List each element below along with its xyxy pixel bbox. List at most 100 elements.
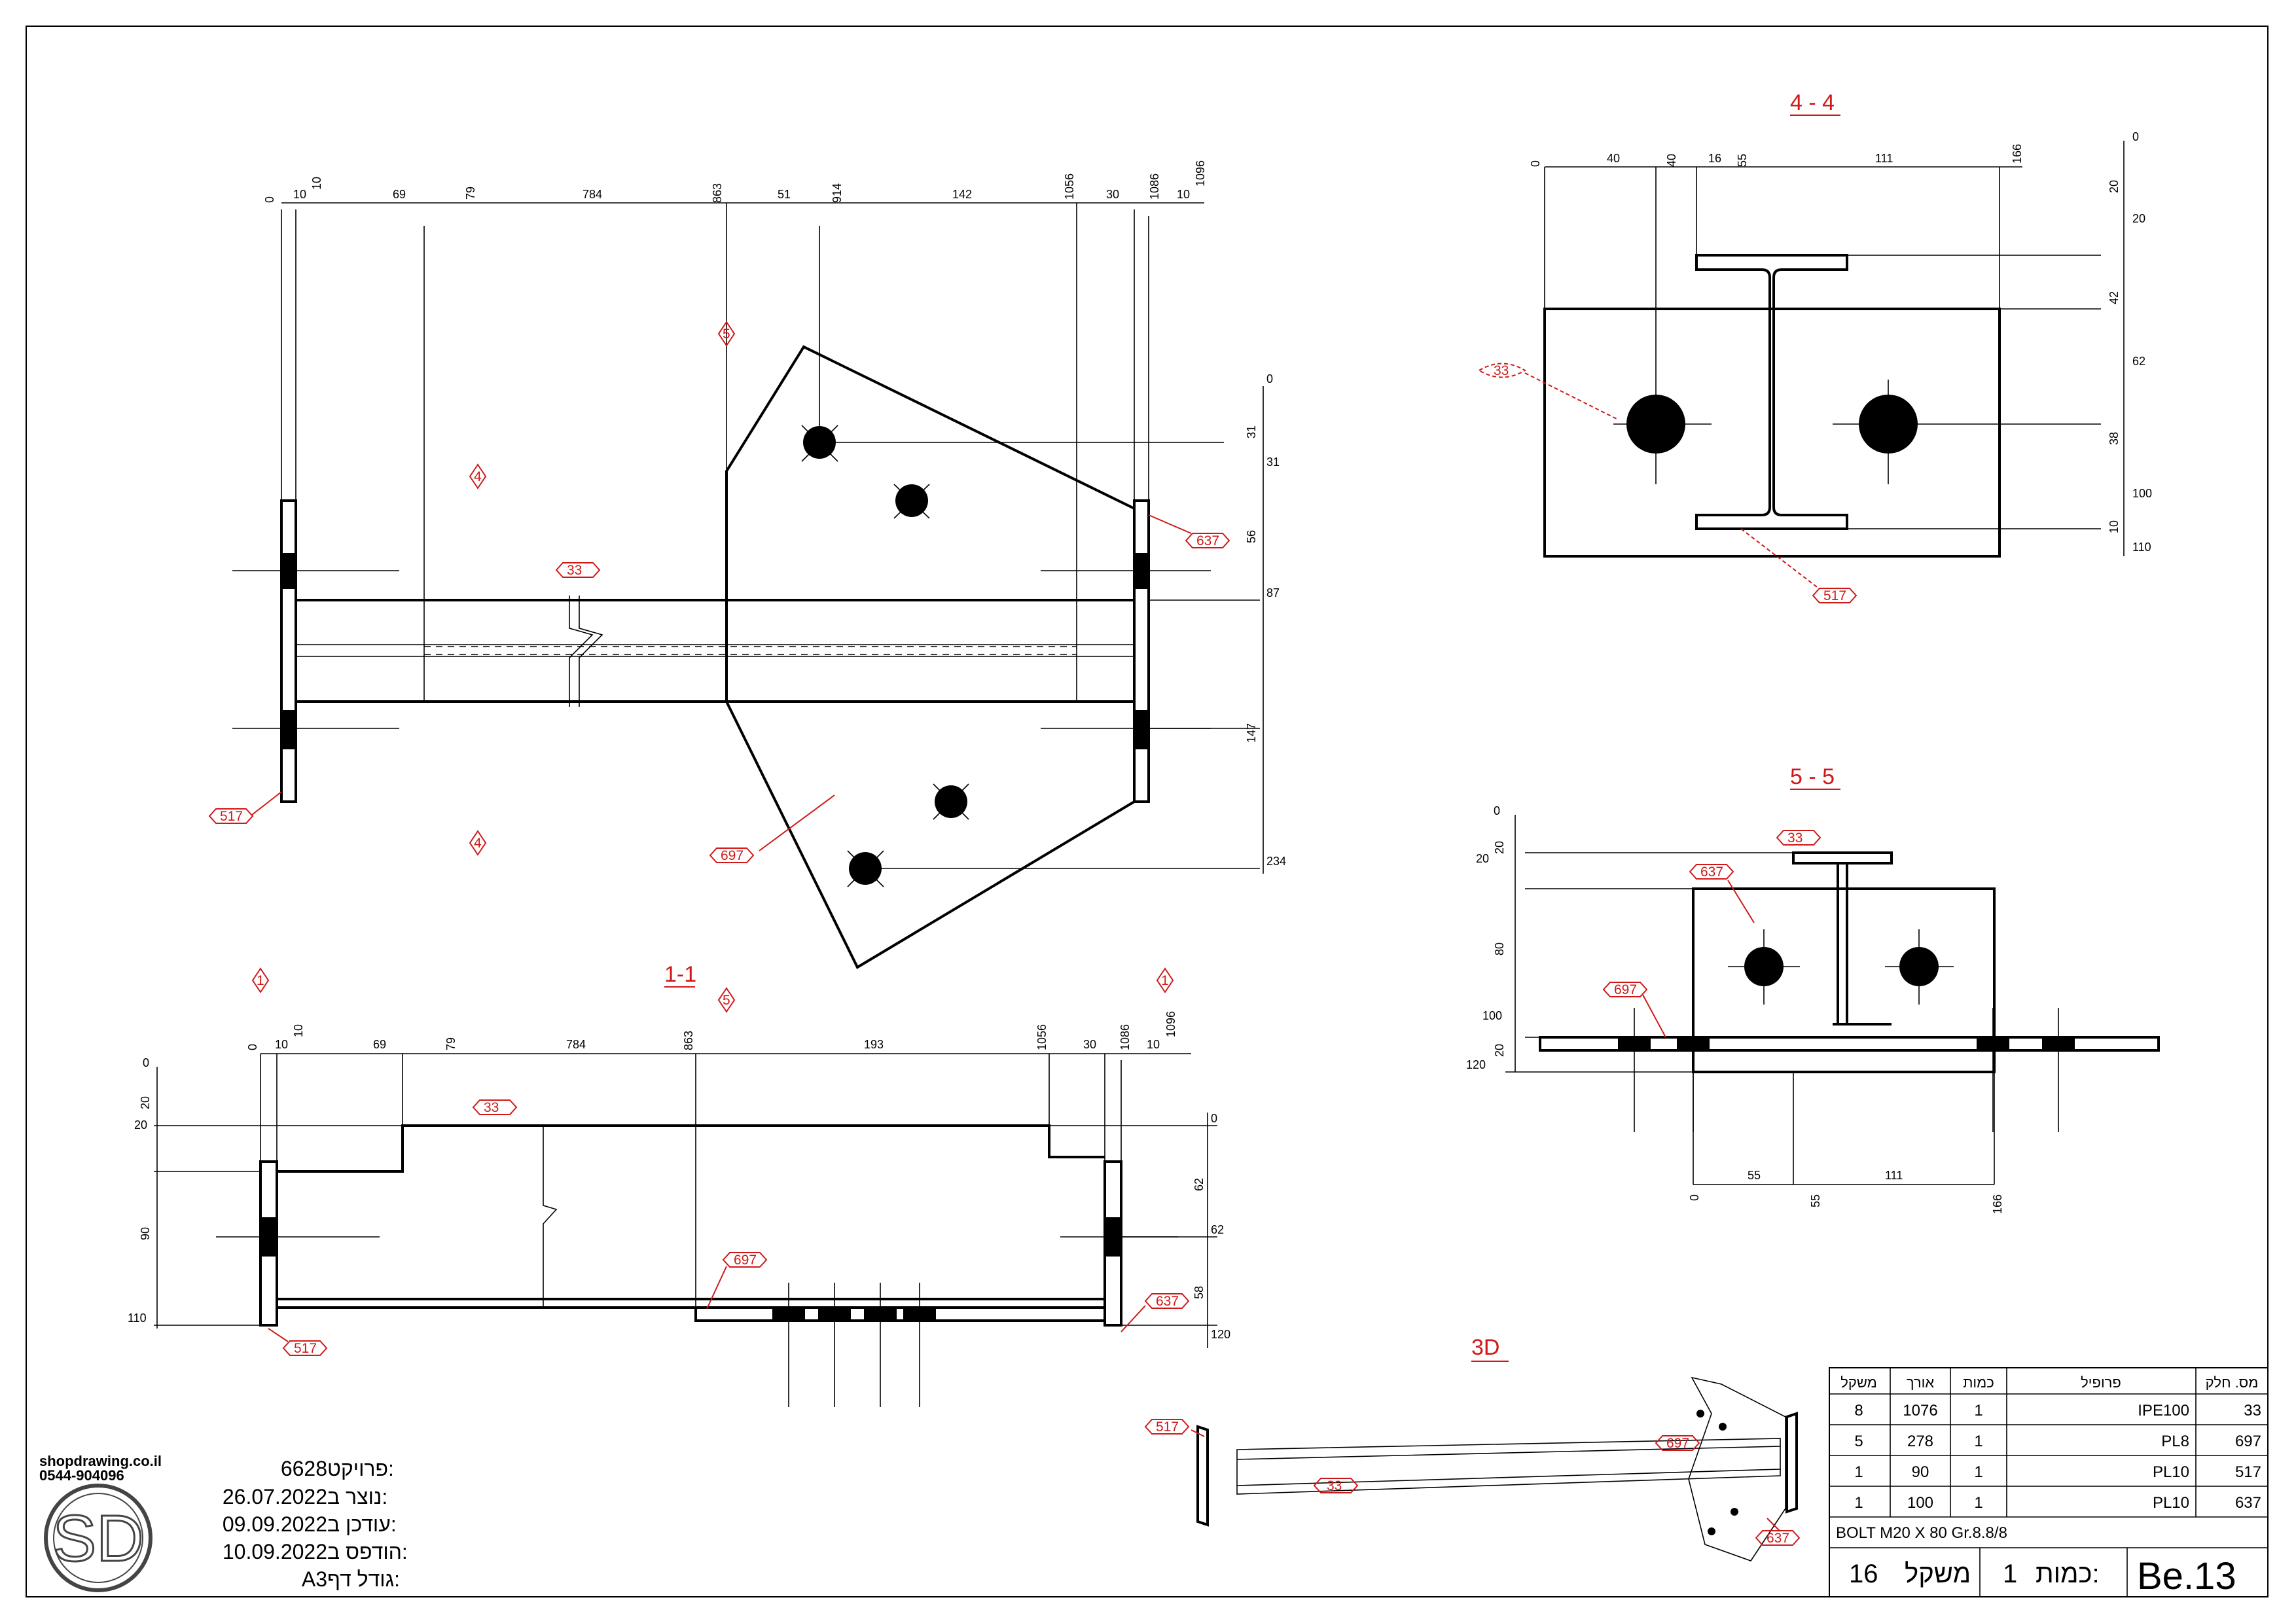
table-row: 1 90 1 PL10 517 bbox=[1854, 1463, 2261, 1481]
section-mark-4: 4 bbox=[469, 463, 487, 490]
dim-cum: 55 bbox=[1736, 154, 1749, 167]
parts-table: משקל אורך כמות פרופיל מס. חלק 8 1076 1 I… bbox=[1829, 1367, 2269, 1597]
company-logo: SD bbox=[44, 1484, 152, 1592]
svg-text:1: 1 bbox=[1161, 973, 1169, 988]
col-weight: משקל bbox=[1840, 1374, 1877, 1391]
table-row: 5 278 1 PL8 697 bbox=[1854, 1433, 2261, 1450]
tag-697: 697 bbox=[1655, 1435, 1700, 1451]
svg-text:1: 1 bbox=[257, 973, 264, 988]
dim-cum: 10 bbox=[310, 177, 323, 190]
dim-left-seg: 90 bbox=[139, 1227, 152, 1240]
dim-right: 100 bbox=[2132, 487, 2152, 500]
size-label: גודל דף: bbox=[327, 1567, 400, 1591]
svg-text:697: 697 bbox=[1614, 982, 1637, 997]
dim-right-seg: 147 bbox=[1245, 723, 1258, 743]
dim-seg: 111 bbox=[1875, 152, 1893, 165]
project-value: 6628 bbox=[281, 1457, 327, 1480]
dim-left-seg: 20 bbox=[139, 1096, 152, 1109]
svg-text:PL10: PL10 bbox=[2153, 1494, 2189, 1512]
gusset-plate-697 bbox=[725, 345, 1136, 969]
main-elevation: 0 10 79 863 914 1056 1086 1096 10 69 784… bbox=[208, 160, 1286, 969]
dim-right: 0 bbox=[1266, 372, 1273, 385]
bolt-hole bbox=[1731, 1508, 1738, 1516]
dim-seg: 51 bbox=[778, 188, 791, 201]
dim-bot-seg: 111 bbox=[1885, 1169, 1903, 1182]
dim-left: 0 bbox=[1494, 804, 1500, 817]
tag-33: 33 bbox=[1313, 1478, 1359, 1493]
dim-cum: 914 bbox=[831, 183, 844, 203]
dim-bot: 55 bbox=[1809, 1194, 1822, 1207]
table-row: 1 100 1 PL10 637 bbox=[1854, 1494, 2261, 1512]
beam-ipe100 bbox=[295, 599, 1136, 703]
bolt-mark bbox=[1134, 710, 1149, 749]
tag-637: 637 bbox=[1148, 514, 1230, 548]
dim-right: 234 bbox=[1266, 855, 1286, 868]
svg-text:517: 517 bbox=[1823, 588, 1846, 603]
dim-cum: 1056 bbox=[1035, 1024, 1049, 1050]
tag-517: 517 bbox=[1144, 1419, 1205, 1437]
tag-33: 33 bbox=[555, 562, 601, 578]
col-length: אורך bbox=[1907, 1374, 1935, 1391]
section-5-5: 5 - 5 bbox=[1466, 764, 2160, 1214]
tag-637: 637 bbox=[1689, 864, 1755, 923]
view-3d: 3D 517 697 33 637 bbox=[1144, 1335, 1801, 1561]
svg-text:5: 5 bbox=[1854, 1433, 1863, 1450]
dim-left-seg: 20 bbox=[1493, 1044, 1506, 1057]
svg-text:100: 100 bbox=[1907, 1494, 1933, 1512]
dim-left: 0 bbox=[143, 1056, 149, 1069]
svg-text:33: 33 bbox=[484, 1100, 499, 1115]
project-label: פרויקט: bbox=[327, 1457, 394, 1480]
svg-text:4: 4 bbox=[474, 836, 482, 851]
dim-right: 87 bbox=[1266, 586, 1280, 599]
dim-right-seg: 56 bbox=[1245, 530, 1258, 543]
dim-seg: 784 bbox=[583, 188, 602, 201]
dim-cum: 863 bbox=[711, 183, 724, 203]
created-value: 26.07.2022 bbox=[223, 1485, 327, 1508]
beam-web bbox=[1837, 863, 1848, 1024]
3d-gusset bbox=[1688, 1376, 1786, 1561]
dim-cum: 1086 bbox=[1148, 173, 1161, 200]
bolt-hole bbox=[1696, 1410, 1704, 1418]
dim-cum: 79 bbox=[464, 187, 477, 200]
dim-left: 20 bbox=[134, 1118, 147, 1132]
tag-697: 697 bbox=[706, 1252, 768, 1310]
svg-text:PL10: PL10 bbox=[2153, 1463, 2189, 1481]
website: shopdrawing.co.il bbox=[39, 1453, 162, 1469]
dim-cum: 1086 bbox=[1119, 1024, 1132, 1050]
dim-seg: 10 bbox=[293, 188, 306, 201]
dim-seg: 10 bbox=[275, 1038, 288, 1051]
tag-697: 697 bbox=[709, 794, 835, 863]
end-plate-517 bbox=[1543, 308, 2001, 558]
col-qty: כמות bbox=[1963, 1374, 1994, 1391]
svg-text:1: 1 bbox=[1974, 1402, 1982, 1419]
qty-label: כמות: bbox=[2036, 1560, 2100, 1588]
dim-right-seg: 20 bbox=[2108, 180, 2121, 193]
svg-text:697: 697 bbox=[721, 848, 744, 863]
dim-cum: 0 bbox=[246, 1044, 259, 1050]
beam-section-ipe100 bbox=[1695, 254, 1848, 530]
svg-text:517: 517 bbox=[220, 809, 243, 824]
tag-517: 517 bbox=[208, 791, 282, 824]
col-part-no: מס. חלק bbox=[2206, 1374, 2259, 1391]
svg-text:33: 33 bbox=[2244, 1402, 2261, 1419]
svg-text:1: 1 bbox=[1974, 1494, 1982, 1512]
view-3d-title: 3D bbox=[1471, 1335, 1499, 1360]
svg-text:637: 637 bbox=[1767, 1531, 1789, 1546]
dim-cum: 1096 bbox=[1194, 160, 1207, 187]
svg-text:SD: SD bbox=[53, 1502, 144, 1575]
dim-bot: 0 bbox=[1688, 1194, 1701, 1201]
svg-text:33: 33 bbox=[1494, 363, 1509, 378]
dim-right: 31 bbox=[1266, 455, 1280, 469]
dim-seg: 40 bbox=[1607, 152, 1620, 165]
section-mark-5: 5 bbox=[717, 987, 736, 1013]
dim-cum: 863 bbox=[682, 1031, 695, 1050]
section-1-1: 1-1 1 1 5 bbox=[128, 962, 1230, 1407]
dim-seg: 10 bbox=[1147, 1038, 1160, 1051]
svg-text:1: 1 bbox=[1854, 1463, 1863, 1481]
updated-value: 09.09.2022 bbox=[223, 1512, 327, 1536]
dim-right-seg: 10 bbox=[2108, 520, 2121, 533]
col-profile: פרופיל bbox=[2081, 1374, 2121, 1391]
svg-text:IPE100: IPE100 bbox=[2138, 1402, 2189, 1419]
dim-cum: 40 bbox=[1665, 154, 1678, 167]
